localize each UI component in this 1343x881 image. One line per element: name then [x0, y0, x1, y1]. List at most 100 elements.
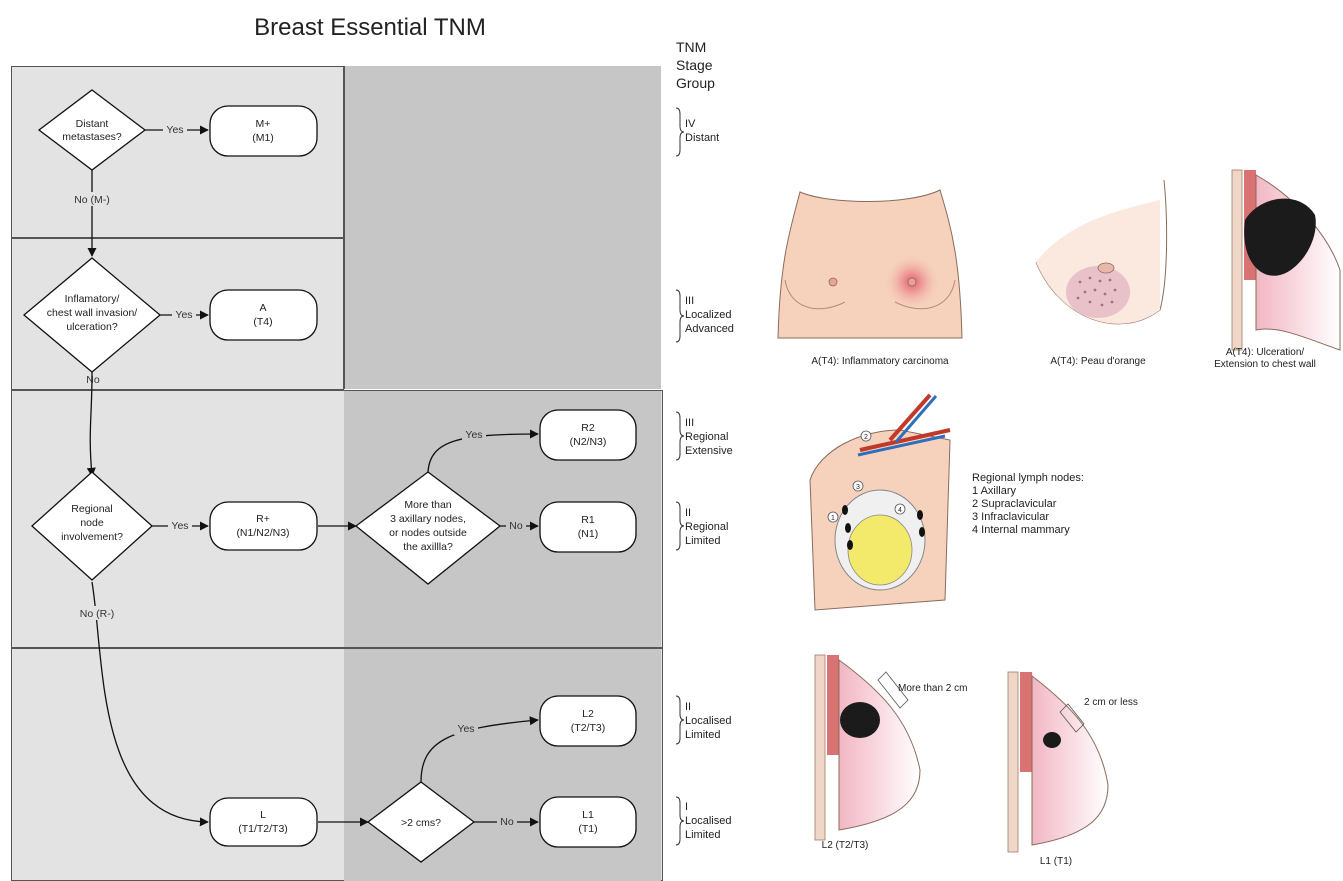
- box-a-t4: A (T4): [210, 290, 317, 340]
- stage-ii-regional-label1: Regional: [685, 520, 728, 534]
- lymph-node-item-2: 2 Supraclavicular: [972, 498, 1084, 511]
- edge-labels: Yes No (M-) Yes No Yes Yes No No (R-) Ye…: [68, 122, 526, 828]
- stage-i-localised-roman: I: [685, 800, 731, 814]
- node-a-line1: A: [259, 302, 266, 314]
- stage-iii-regional-label2: Extensive: [685, 444, 733, 458]
- lymph-node-item-3: 3 Infraclavicular: [972, 511, 1084, 524]
- node-more3-line3: or nodes outside: [389, 527, 467, 539]
- node-r2-line2: (N2/N3): [570, 436, 607, 448]
- node-inflam-line2: chest wall invasion/: [47, 307, 138, 319]
- node-r1-line2: (N1): [578, 528, 598, 540]
- bracket-iii-regional: [676, 412, 684, 460]
- lymph-marker-3: 3: [856, 484, 860, 491]
- box-m-plus: M+(M1): [210, 106, 317, 156]
- decision-2cm: >2 cms?: [368, 782, 474, 862]
- node-more3-line2: 3 axillary nodes,: [390, 513, 466, 525]
- node-inflam-line3: ulceration?: [66, 321, 118, 333]
- edge-label-yes-3: Yes: [171, 520, 188, 532]
- stage-i-localised: I Localised Limited: [685, 800, 731, 842]
- node-l-line1: L: [260, 809, 266, 821]
- box-l2: L2(T2/T3): [540, 696, 636, 746]
- stage-i-localised-label2: Limited: [685, 828, 731, 842]
- caption-l2: L2 (T2/T3): [805, 840, 885, 852]
- node-a-line2: (T4): [253, 316, 272, 328]
- node-l1-line1: L1: [582, 809, 594, 821]
- box-r-plus: R+ (N1/N2/N3): [210, 502, 317, 550]
- illustrations: 2 3 1 4: [740, 0, 1343, 881]
- node-l-line2: (T1/T2/T3): [238, 823, 288, 835]
- stage-i-localised-label1: Localised: [685, 814, 731, 828]
- node-rplus-line2: (N1/N2/N3): [236, 527, 289, 539]
- edge-label-no-1: No: [86, 374, 100, 386]
- caption-ulceration: A(T4): Ulceration/ Extension to chest wa…: [1190, 347, 1340, 371]
- edge-2cm-yes: [421, 720, 538, 782]
- edge-label-yes-2: Yes: [175, 309, 192, 321]
- stage-iii-regional: III Regional Extensive: [685, 416, 733, 458]
- bracket-ii-regional: [676, 502, 684, 550]
- stage-iv-label: Distant: [685, 131, 719, 145]
- bracket-ii-local: [676, 696, 684, 744]
- stage-ii-regional: II Regional Limited: [685, 506, 728, 548]
- stage-iii-regional-roman: III: [685, 416, 733, 430]
- node-r1-line1: R1: [581, 514, 595, 526]
- node-distant-line2: metastases?: [62, 131, 122, 143]
- stage-ii-regional-roman: II: [685, 506, 728, 520]
- stage-iii-localized-roman: III: [685, 294, 734, 308]
- edge-label-no-2: No: [509, 520, 523, 532]
- lymph-node-item-4: 4 Internal mammary: [972, 524, 1084, 537]
- caption-inflammatory-carcinoma: A(T4): Inflammatory carcinoma: [775, 356, 985, 368]
- edge-label-yes-5: Yes: [457, 723, 474, 735]
- edge-label-no-3: No: [500, 816, 514, 828]
- decision-more-than-3: More than 3 axillary nodes, or nodes outsi…: [356, 472, 500, 584]
- stage-iii-regional-label1: Regional: [685, 430, 733, 444]
- node-more3-line4: the axillla?: [403, 541, 453, 553]
- caption-ulceration-line2: Extension to chest wall: [1190, 359, 1340, 371]
- node-regional-line2: node: [80, 517, 104, 529]
- node-distant-line1: Distant: [76, 118, 109, 130]
- caption-l1: L1 (T1): [1026, 856, 1086, 868]
- box-l: L (T1/T2/T3): [210, 798, 317, 846]
- inflammatory-carcinoma-illustration: [778, 190, 962, 338]
- edge-label-yes-1: Yes: [166, 124, 183, 136]
- bracket-i-local: [676, 797, 684, 845]
- lymph-marker-4: 4: [898, 507, 902, 514]
- node-l2-line2: (T2/T3): [571, 722, 605, 734]
- stage-ii-localised-label1: Localised: [685, 714, 731, 728]
- lymph-nodes-illustration: 2 3 1 4: [810, 395, 950, 610]
- node-2cm-line1: >2 cms?: [401, 817, 441, 829]
- node-regional-line3: involvement?: [61, 531, 123, 543]
- node-r2-line1: R2: [581, 422, 595, 434]
- lymph-node-item-1: 1 Axillary: [972, 485, 1084, 498]
- caption-ulceration-line1: A(T4): Ulceration/: [1190, 347, 1340, 359]
- node-inflam-line1: Inflamatory/: [65, 293, 120, 305]
- bracket-iii-local: [676, 290, 684, 342]
- stage-iv-roman: IV: [685, 117, 719, 131]
- node-rplus-line1: R+: [256, 513, 270, 525]
- lymph-node-heading: Regional lymph nodes:: [972, 472, 1084, 485]
- lymph-marker-1: 1: [831, 515, 835, 522]
- edge-label-no-m: No (M-): [74, 194, 110, 206]
- edge-label-no-r: No (R-): [80, 608, 114, 620]
- stage-ii-localised-roman: II: [685, 700, 731, 714]
- decision-inflammatory: Inflamatory/chest wall invasion/ulcerati…: [24, 258, 160, 372]
- caption-peau-dorange: A(T4): Peau d'orange: [1028, 356, 1168, 368]
- svg-text:>2 cms?: >2 cms?: [401, 817, 441, 829]
- stage-ii-localised: II Localised Limited: [685, 700, 731, 742]
- stage-ii-localised-label2: Limited: [685, 728, 731, 742]
- flowchart: Yes No (M-) Yes No Yes Yes No No (R-) Ye…: [0, 0, 740, 881]
- edge-inflam-no: [90, 372, 92, 476]
- ulceration-illustration: [1232, 170, 1340, 350]
- box-r2: R2 (N2/N3): [540, 410, 636, 460]
- edges: [90, 130, 538, 822]
- node-mplus-line2: (M1): [252, 132, 274, 144]
- stage-ii-regional-label2: Limited: [685, 534, 728, 548]
- stage-iii-localized-label2: Advanced: [685, 322, 734, 336]
- decision-regional: Regional node involvement?: [32, 472, 152, 580]
- stage-iii-localized: III Localized Advanced: [685, 294, 734, 336]
- node-regional-line1: Regional: [71, 503, 112, 515]
- node-more3-line1: More than: [404, 499, 451, 511]
- bracket-iv: [676, 108, 684, 156]
- stage-iii-localized-label1: Localized: [685, 308, 734, 322]
- box-r1: R1 (N1): [540, 502, 636, 552]
